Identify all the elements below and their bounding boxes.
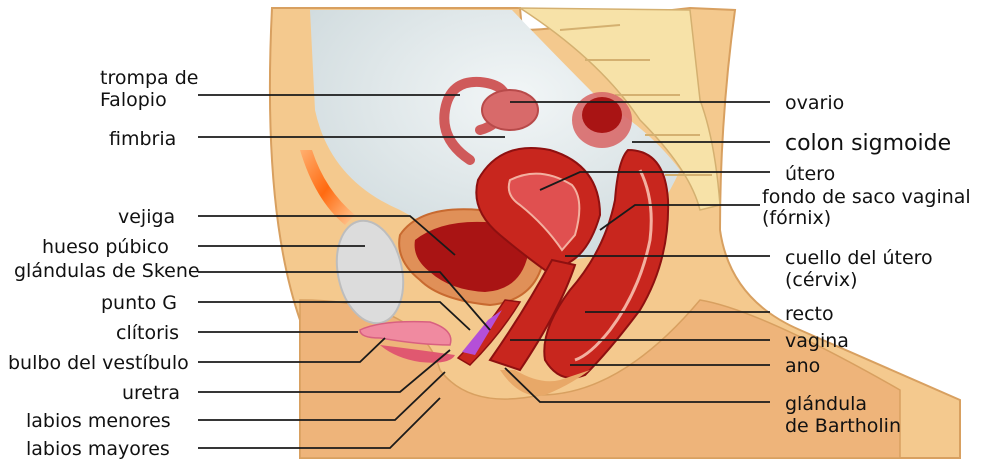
label-ano: ano — [785, 355, 820, 377]
label-colon-sigmoide: colon sigmoide — [785, 131, 951, 156]
svg-text:trompa de: trompa de — [100, 67, 198, 89]
label-bartholin-1: glándula — [785, 393, 867, 415]
label-bulbo-vestibulo: bulbo del vestíbulo — [8, 352, 189, 374]
label-trompa-2: Falopio — [100, 89, 167, 111]
label-vagina: vagina — [785, 330, 849, 352]
label-labios-mayores: labios mayores — [26, 438, 170, 460]
label-cervix-1: cuello del útero — [785, 247, 933, 269]
svg-text:Falopio: Falopio — [100, 89, 167, 111]
label-vejiga: vejiga — [118, 206, 175, 228]
label-fornix-2: (fórnix) — [762, 207, 831, 229]
ovary-shape — [482, 90, 538, 130]
labels-left: trompa de Falopio fimbria vejiga hueso p… — [8, 67, 200, 460]
label-cervix-2: (cérvix) — [785, 269, 858, 291]
label-fornix-1: fondo de saco vaginal — [762, 186, 971, 208]
label-trompa-1: trompa de — [100, 67, 198, 89]
label-utero: útero — [785, 163, 835, 185]
label-uretra: uretra — [122, 382, 180, 404]
label-recto: recto — [785, 303, 834, 325]
label-ovario: ovario — [785, 92, 844, 114]
label-labios-menores: labios menores — [26, 410, 171, 432]
label-fimbria: fimbria — [109, 128, 176, 150]
label-glandulas-skene: glándulas de Skene — [14, 260, 200, 282]
label-punto-g: punto G — [101, 292, 177, 314]
label-hueso-pubico: hueso púbico — [42, 236, 169, 258]
label-bartholin-2: de Bartholin — [785, 415, 901, 437]
label-clitoris: clítoris — [116, 322, 179, 344]
